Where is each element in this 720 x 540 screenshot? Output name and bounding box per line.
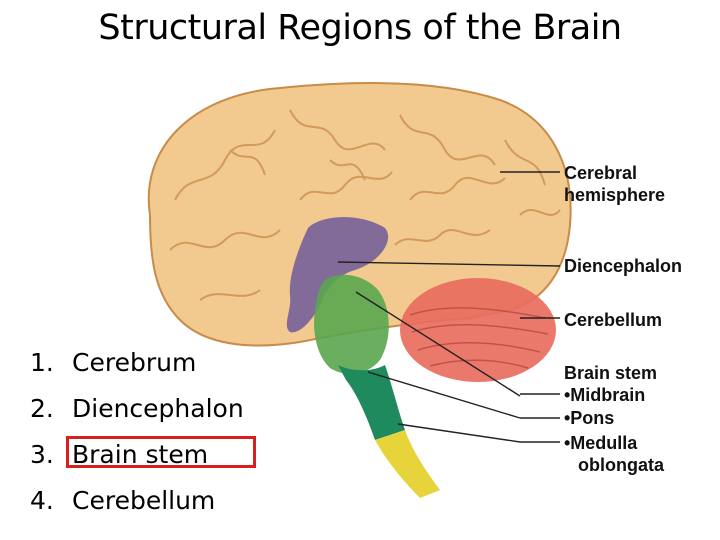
cerebellum-folia: [409, 307, 549, 369]
label-brain-stem: Brain stem: [564, 363, 658, 383]
list-item: 4. Cerebellum: [30, 478, 244, 524]
list-item-number: 2.: [30, 394, 54, 423]
list-item: 3. Brain stem: [30, 432, 244, 478]
slide-title: Structural Regions of the Brain: [98, 8, 622, 48]
list-item: 1. Cerebrum: [30, 340, 244, 386]
label-diencephalon: Diencephalon: [564, 256, 683, 276]
leader-line-pons: [367, 371, 521, 419]
label-cerebral-hemisphere: Cerebral hemisphere: [564, 163, 666, 205]
cerebellum-region: [400, 278, 556, 382]
list-item-text: Cerebrum: [72, 348, 197, 377]
list-item-number: 1.: [30, 348, 54, 377]
highlight-box: [66, 436, 256, 468]
list-item-number: 3.: [30, 440, 54, 469]
diencephalon-region: [286, 217, 389, 333]
gyri-texture: [169, 109, 561, 301]
label-pons: •Pons: [564, 408, 615, 428]
list-item-text: Diencephalon: [72, 394, 244, 423]
label-medulla-oblongata: •Medulla oblongata: [564, 433, 664, 475]
leader-line-midbrain: [355, 291, 521, 397]
medulla-region: [338, 365, 405, 440]
midbrain-pons-region: [314, 274, 389, 374]
leader-line-medulla: [397, 423, 521, 443]
spinal-cord-region: [375, 430, 440, 498]
leader-line-diencephalon: [337, 261, 561, 267]
label-midbrain: •Midbrain: [564, 385, 646, 405]
list-item-text: Cerebellum: [72, 486, 216, 515]
label-cerebellum: Cerebellum: [564, 310, 663, 330]
list-item-text: Brain stem: [72, 440, 209, 469]
list-item: 2. Diencephalon: [30, 386, 244, 432]
region-list: 1. Cerebrum 2. Diencephalon 3. Brain stem 4…: [30, 340, 244, 524]
list-item-number: 4.: [30, 486, 54, 515]
leader-lines: [337, 171, 561, 443]
